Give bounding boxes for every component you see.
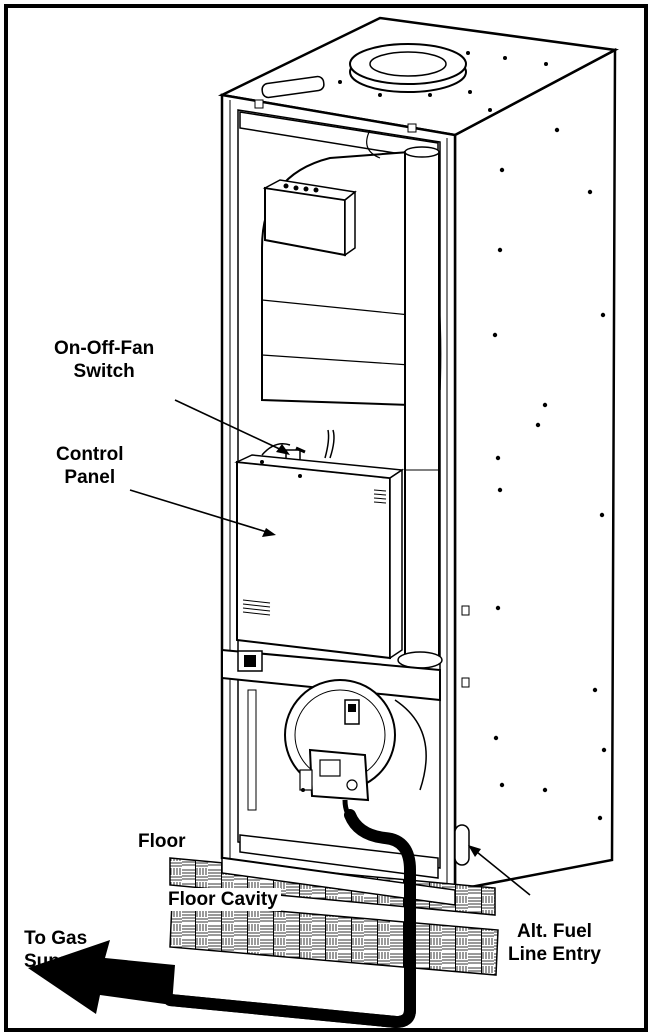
divider-shelf [221, 648, 441, 702]
on-off-fan-switch-label: On-Off-Fan Switch [54, 338, 155, 382]
alt-fuel-line-entry-label: Alt. Fuel Line Entry [508, 921, 601, 965]
fan-switch-leader [174, 399, 287, 453]
control-panel-leader [129, 489, 271, 534]
cabinet-side-panel [453, 47, 617, 892]
alt-fuel-slot [454, 824, 470, 866]
floor-cavity-label: Floor Cavity [165, 888, 281, 911]
to-gas-supply-label: To Gas Supply [24, 928, 88, 972]
gas-supply-arrow [28, 940, 175, 1014]
vent-pipe [404, 151, 440, 663]
floor-label: Floor [138, 831, 186, 852]
control-panel-box [236, 460, 391, 660]
control-panel-label: Control Panel [56, 444, 124, 488]
alt-fuel-leader [471, 847, 531, 896]
